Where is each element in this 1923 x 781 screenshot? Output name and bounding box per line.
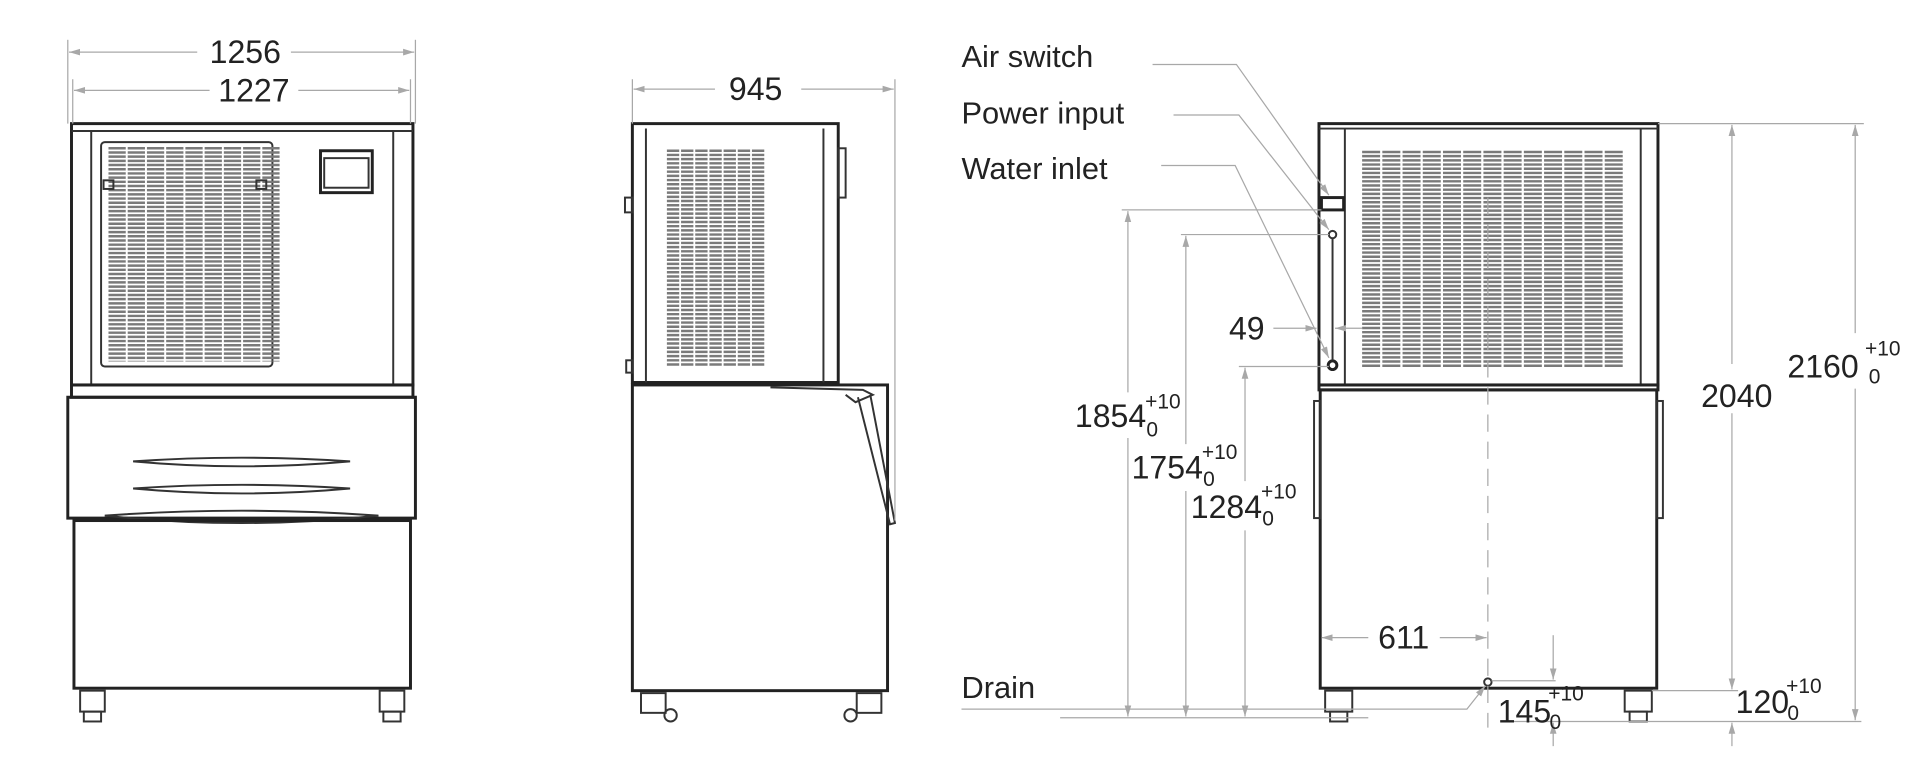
drain-label: Drain xyxy=(962,670,1036,705)
air-switch-height-tolerance-lower: 0 xyxy=(1146,419,1158,442)
depth-value: 945 xyxy=(729,71,782,107)
air-switch-height-tolerance-upper: +10 xyxy=(1145,390,1181,413)
callouts: Air switch Power input Water inlet Drain xyxy=(961,39,1486,710)
water-inlet-height-value: 1284 xyxy=(1191,489,1262,525)
leg-height-value: 120 xyxy=(1736,684,1789,720)
total-height-tolerance-upper: +10 xyxy=(1865,337,1901,360)
body-width-value: 1227 xyxy=(218,72,289,108)
rear-grille xyxy=(1362,150,1623,368)
power-input-label: Power input xyxy=(962,96,1125,131)
front-grille xyxy=(108,147,280,362)
total-height-tolerance-lower: 0 xyxy=(1869,366,1881,389)
rear-dimensions: 1854 +10 0 1754 +10 0 1284 +10 0 49 611 … xyxy=(1060,123,1901,747)
power-input-port xyxy=(1327,229,1338,240)
rear-view: Air switch Power input Water inlet Drain… xyxy=(961,39,1901,747)
drain-height-tolerance-upper: +10 xyxy=(1548,683,1584,706)
side-grille xyxy=(666,149,765,367)
air-switch-height-value: 1854 xyxy=(1075,398,1146,434)
body-height-value: 2040 xyxy=(1701,378,1772,414)
power-input-height-tolerance-upper: +10 xyxy=(1202,441,1238,464)
overall-width-value: 1256 xyxy=(210,34,281,70)
side-view: 945 xyxy=(623,71,897,723)
water-inlet-height-tolerance-upper: +10 xyxy=(1261,480,1297,503)
drain-offset-value: 611 xyxy=(1378,620,1429,656)
drain-port xyxy=(1483,677,1493,687)
front-feet xyxy=(79,689,406,723)
drain-height-value: 145 xyxy=(1498,694,1551,730)
power-input-height-value: 1754 xyxy=(1132,450,1203,486)
inlet-offset-value: 49 xyxy=(1229,310,1265,346)
water-inlet-port xyxy=(1326,359,1339,372)
water-inlet-height-tolerance-lower: 0 xyxy=(1262,507,1274,530)
rear-feet xyxy=(1324,689,1653,723)
air-switch-label: Air switch xyxy=(962,39,1094,74)
front-width-dimensions: 1256 1227 xyxy=(67,34,417,124)
drain-height-tolerance-lower: 0 xyxy=(1549,711,1561,734)
air-switch-port xyxy=(1319,196,1346,212)
power-input-height-tolerance-lower: 0 xyxy=(1203,468,1215,491)
front-view: 1256 1227 xyxy=(66,34,417,723)
side-casters xyxy=(640,692,883,723)
front-top-unit xyxy=(70,122,415,387)
depth-dimension: 945 xyxy=(631,71,896,521)
control-display-screen xyxy=(319,149,374,195)
total-height-value: 2160 xyxy=(1787,349,1858,385)
front-ice-bin xyxy=(66,383,417,690)
leg-height-tolerance-upper: +10 xyxy=(1786,675,1822,698)
water-inlet-label: Water inlet xyxy=(962,151,1108,186)
leg-height-tolerance-lower: 0 xyxy=(1787,702,1799,725)
